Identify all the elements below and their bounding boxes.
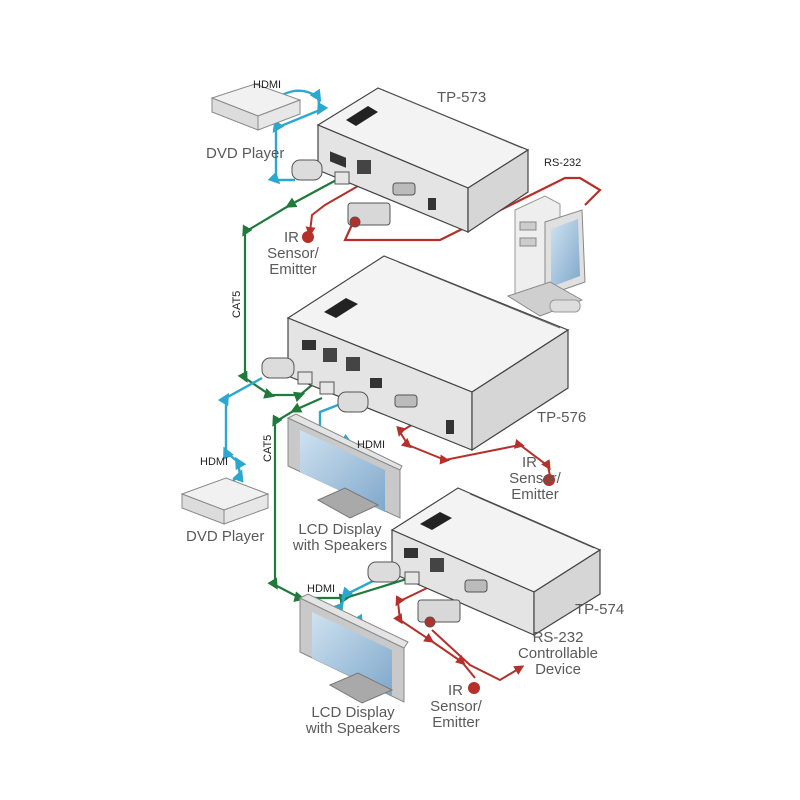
device-label-tp574: TP-574	[575, 601, 625, 618]
lcd-display-2	[298, 593, 409, 704]
hdmi-label: HDMI	[307, 583, 336, 595]
device-tp-576	[261, 255, 570, 452]
ir-cable-tp574	[393, 577, 476, 679]
ir-sensor-label: IR Sensor/ Emitter	[430, 682, 482, 731]
dvd-player-2	[180, 477, 270, 525]
rs232-cable-pc-tp573	[343, 176, 602, 242]
pc-computer	[506, 195, 586, 317]
cat5-cable-tp573-tp576	[237, 177, 341, 403]
hdmi-label: HDMI	[200, 456, 229, 468]
device-label-tp573: TP-573	[437, 89, 487, 106]
ir-sensor-icon	[468, 682, 480, 694]
dvd-player-label: DVD Player	[206, 145, 285, 162]
ir-sensor-icon	[302, 231, 314, 243]
device-tp-573	[291, 87, 530, 234]
lcd-display-label: LCD Display with Speakers	[305, 704, 401, 737]
lcd-display-1	[286, 413, 403, 519]
lcd-display-label: LCD Display with Speakers	[292, 521, 388, 554]
rs232-device-label: RS-232 Controllable Device	[517, 629, 599, 678]
kramer-logo-icon	[324, 298, 358, 318]
ir-sensor-label: IR Sensor/ Emitter	[509, 454, 561, 503]
hdmi-label: HDMI	[253, 79, 282, 91]
hdmi-cable-dvd2-tp576	[217, 376, 263, 486]
kramer-logo-icon	[346, 106, 378, 126]
ir-cable-tp576	[396, 414, 551, 477]
rs232-label: RS-232	[544, 157, 582, 169]
kramer-logo-icon	[420, 512, 452, 530]
dvd-player-label: DVD Player	[186, 528, 265, 545]
rs232-cable-tp574-device	[431, 629, 525, 682]
dvd-player-1	[210, 83, 302, 131]
device-tp-574	[367, 487, 602, 637]
cat5-label: CAT5	[262, 434, 274, 462]
ir-sensor-icon	[543, 474, 555, 486]
cat5-label: CAT5	[231, 290, 243, 318]
ir-cable-tp573	[305, 177, 373, 237]
hdmi-label: HDMI	[357, 439, 386, 451]
ir-sensor-label: IR Sensor/ Emitter	[267, 229, 319, 278]
device-label-tp576: TP-576	[537, 409, 587, 426]
